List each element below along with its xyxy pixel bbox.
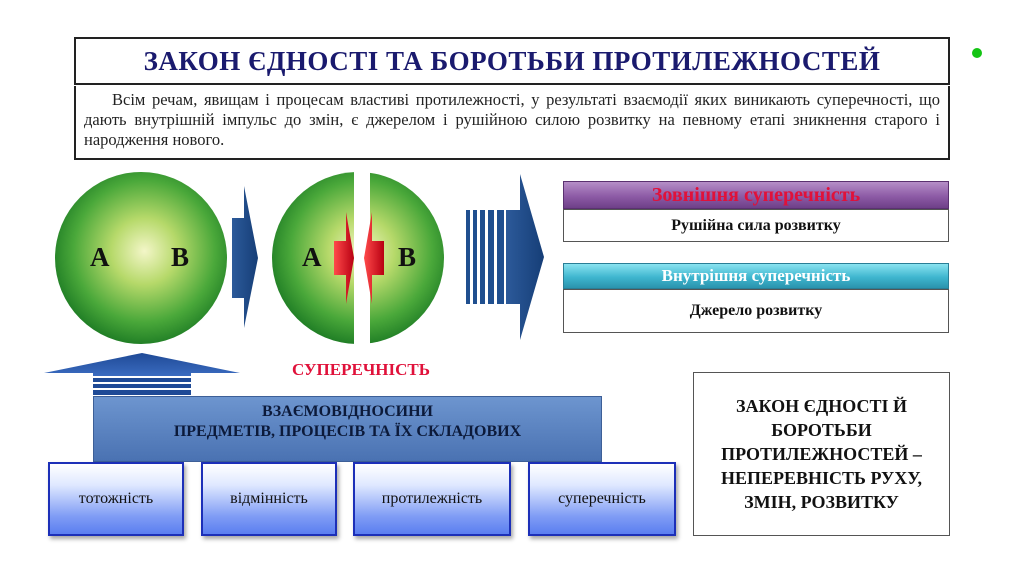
internal-contradiction-header: Внутрішня суперечність <box>563 263 949 289</box>
sphere2-label-a: А <box>302 242 322 273</box>
relations-line2: ПРЕДМЕТІВ, ПРОЦЕСІВ ТА ЇХ СКЛАДОВИХ <box>94 422 601 442</box>
relations-line1: ВЗАЄМОВІДНОСИНИ <box>94 402 601 422</box>
category-difference: відмінність <box>201 462 337 536</box>
law-summary-line4: НЕПЕРЕВНІСТЬ РУХУ, <box>721 466 922 490</box>
external-contradiction-header: Зовнішня суперечність <box>563 181 949 209</box>
category-identity: тотожність <box>48 462 184 536</box>
law-summary-line3: ПРОТИЛЕЖНОСТЕЙ – <box>721 442 922 466</box>
sphere2-label-b: В <box>398 242 416 273</box>
law-summary-box: ЗАКОН ЄДНОСТІ Й БОРОТЬБИ ПРОТИЛЕЖНОСТЕЙ … <box>693 372 950 536</box>
arrow-right-small <box>232 186 258 328</box>
arrow-right-large <box>466 174 544 340</box>
category-opposite: протилежність <box>353 462 511 536</box>
law-summary-line5: ЗМІН, РОЗВИТКУ <box>721 490 922 514</box>
relations-box: ВЗАЄМОВІДНОСИНИ ПРЕДМЕТІВ, ПРОЦЕСІВ ТА Ї… <box>93 396 602 462</box>
internal-contradiction-text: Джерело розвитку <box>563 289 949 333</box>
arrow-up <box>44 353 240 395</box>
sphere1-label-b: В <box>171 242 189 273</box>
category-contradiction: суперечність <box>528 462 676 536</box>
contradiction-label: СУПЕРЕЧНІСТЬ <box>276 360 446 380</box>
law-summary-line2: БОРОТЬБИ <box>721 418 922 442</box>
sphere-whole <box>55 172 227 344</box>
sphere1-label-a: А <box>90 242 110 273</box>
external-contradiction-text: Рушійна сила розвитку <box>563 209 949 242</box>
law-summary-line1: ЗАКОН ЄДНОСТІ Й <box>721 394 922 418</box>
